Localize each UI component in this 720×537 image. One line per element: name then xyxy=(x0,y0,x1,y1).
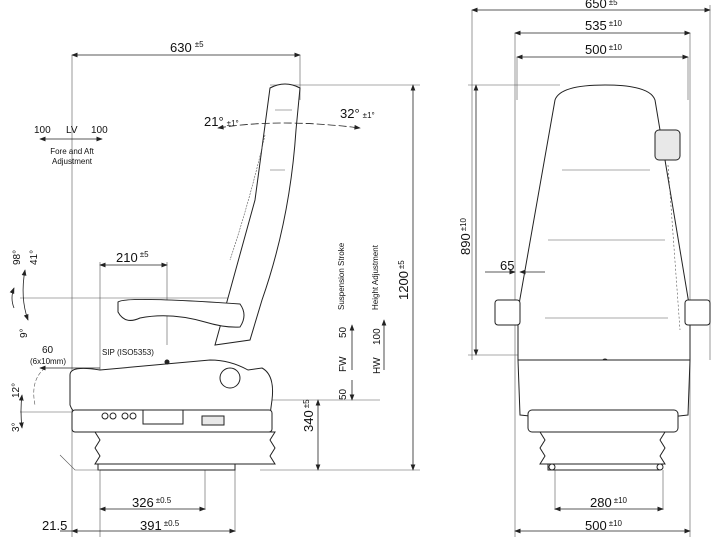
armrest-side xyxy=(117,298,245,328)
fw-label: FW xyxy=(338,356,349,372)
dim-backrest-forward-angle: 21°±1° xyxy=(204,114,239,129)
sip-label: SIP (ISO5353) xyxy=(102,348,154,357)
dim-armrest-width: 535±10 xyxy=(585,18,623,33)
hw-label: HW xyxy=(372,357,383,374)
suspension-bellows-side xyxy=(94,431,276,465)
side-view: 630±5 100 LV 100 Fore and Aft Adjustment… xyxy=(9,40,420,537)
suspension-stroke-label: Suspension Stroke xyxy=(337,242,346,310)
cushion-tilt-3: 3° xyxy=(11,422,22,432)
fw-down: 50 xyxy=(338,388,349,400)
side-seat-illustration xyxy=(33,83,301,471)
armrest-right-front xyxy=(684,299,711,326)
dim-backrest-height: 890±10 xyxy=(458,217,473,255)
armrest-angle-41: 41° xyxy=(29,250,40,265)
dim-overall-width: 650±5 xyxy=(585,0,618,11)
dim-offset: 21.5 xyxy=(42,518,67,533)
dim-backrest-back-angle: 32°±1° xyxy=(340,106,375,121)
fore-aft-lv: LV xyxy=(66,125,78,136)
suspension-bellows-front xyxy=(539,431,666,465)
fore-aft-right: 100 xyxy=(91,125,108,136)
dim-backrest-width: 500±10 xyxy=(585,42,623,57)
dim-front-base-outer: 500±10 xyxy=(585,518,623,533)
fore-aft-label-1: Fore and Aft xyxy=(50,147,94,156)
sip-point xyxy=(164,359,170,365)
dim-cushion-extension: 60 xyxy=(42,345,54,356)
dim-overall-height: 1200±5 xyxy=(396,260,411,300)
armrest-angle-9: 9° xyxy=(19,328,30,338)
fw-up: 50 xyxy=(338,326,349,338)
dim-base-inner: 326±0.5 xyxy=(132,495,172,510)
fore-aft-label-2: Adjustment xyxy=(52,157,93,166)
armrest-angle-98: 98° xyxy=(12,250,23,265)
dim-base-outer: 391±0.5 xyxy=(140,518,180,533)
cushion-tilt-12: 12° xyxy=(11,383,22,398)
dim-armrest-offset: 65 xyxy=(500,258,514,273)
front-seat-illustration xyxy=(494,84,711,471)
dim-armrest-length: 210±5 xyxy=(116,250,149,265)
dim-seat-height: 340±5 xyxy=(301,399,316,432)
backrest-side xyxy=(214,83,301,346)
dim-front-base-inner: 280±10 xyxy=(590,495,628,510)
fore-aft-left: 100 xyxy=(34,125,51,136)
dim-overall-depth: 630±5 xyxy=(170,40,204,55)
backrest-front xyxy=(517,84,691,361)
height-adjustment-label: Height Adjustment xyxy=(371,244,380,310)
front-view: 650±5 535±10 500±10 890±10 65 280±10 500… xyxy=(458,0,711,537)
armrest-left-front xyxy=(494,299,521,326)
cushion-extension-note: (6x10mm) xyxy=(30,357,66,366)
hw-value: 100 xyxy=(372,328,383,345)
